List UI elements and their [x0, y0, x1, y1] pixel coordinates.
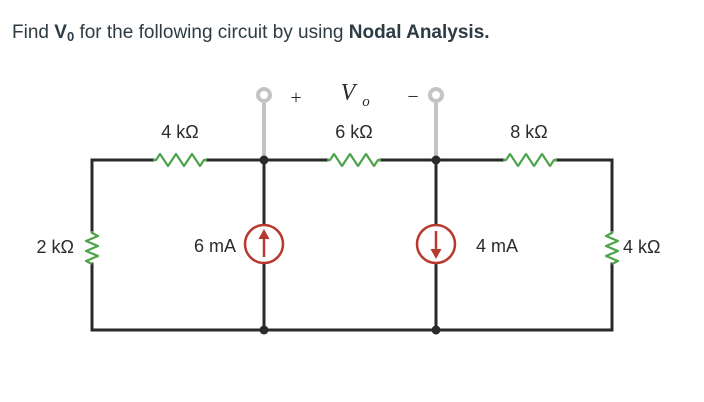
arrowhead-up-icon: [258, 229, 270, 239]
top-wire-right: [555, 158, 614, 233]
right-probe-terminal: [428, 87, 444, 103]
circuit-nodes: [259, 155, 441, 335]
resistor-top-left: [153, 152, 207, 168]
label-resistor-right-vertical: 4 kΩ: [623, 237, 660, 257]
question-variable: V0: [54, 22, 75, 44]
node-top-left: [259, 155, 269, 165]
node-bottom-left: [259, 325, 269, 335]
current-source-left: [243, 223, 285, 265]
question-text: Find V0 for the following circuit by usi…: [12, 22, 490, 44]
resistor-right-vertical: [604, 231, 620, 265]
question-prefix: Find: [12, 22, 55, 43]
label-resistor-left-vertical: 2 kΩ: [37, 237, 74, 257]
label-source-left: 6 mA: [194, 236, 236, 256]
current-source-right: [415, 223, 457, 265]
circuit-wires: [90, 158, 614, 332]
output-terminals: [256, 87, 444, 158]
label-resistor-top-left: 4 kΩ: [161, 122, 198, 142]
node-bottom-right: [431, 325, 441, 335]
left-probe-terminal: [256, 87, 272, 103]
resistor-left-vertical: [84, 231, 100, 265]
top-wire-left: [90, 158, 155, 233]
label-source-right: 4 mA: [476, 236, 518, 256]
vo-minus-sign: −: [407, 86, 418, 108]
resistor-top-right: [503, 152, 557, 168]
vo-plus-sign: +: [290, 87, 301, 109]
arrowhead-down-icon: [430, 249, 442, 259]
resistor-top-middle: [327, 152, 381, 168]
label-resistor-top-middle: 6 kΩ: [335, 122, 372, 142]
label-resistor-top-right: 8 kΩ: [510, 122, 547, 142]
vo-subscript: o: [362, 94, 370, 110]
question-middle: for the following circuit by using: [74, 22, 349, 43]
node-top-right: [431, 155, 441, 165]
question-method: Nodal Analysis.: [348, 22, 490, 43]
bottom-wire: [90, 262, 614, 332]
vo-symbol: V: [341, 80, 358, 106]
